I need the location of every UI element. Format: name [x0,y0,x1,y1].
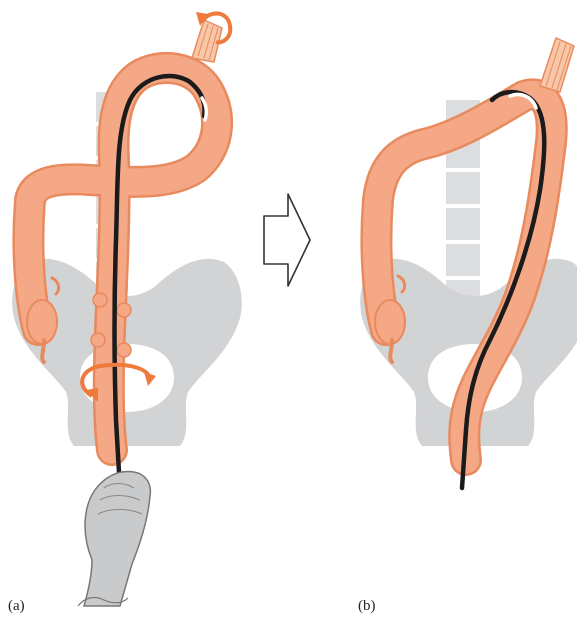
panel-a [12,12,242,606]
panel-label-a: (a) [8,598,25,615]
gloved-hand [84,472,150,607]
panel-b [360,38,577,488]
panel-label-b: (b) [358,598,376,615]
rotation-arrow-rectum-head-2 [144,372,156,386]
mesentery-b [540,38,574,92]
right-arrow-icon [264,194,310,286]
